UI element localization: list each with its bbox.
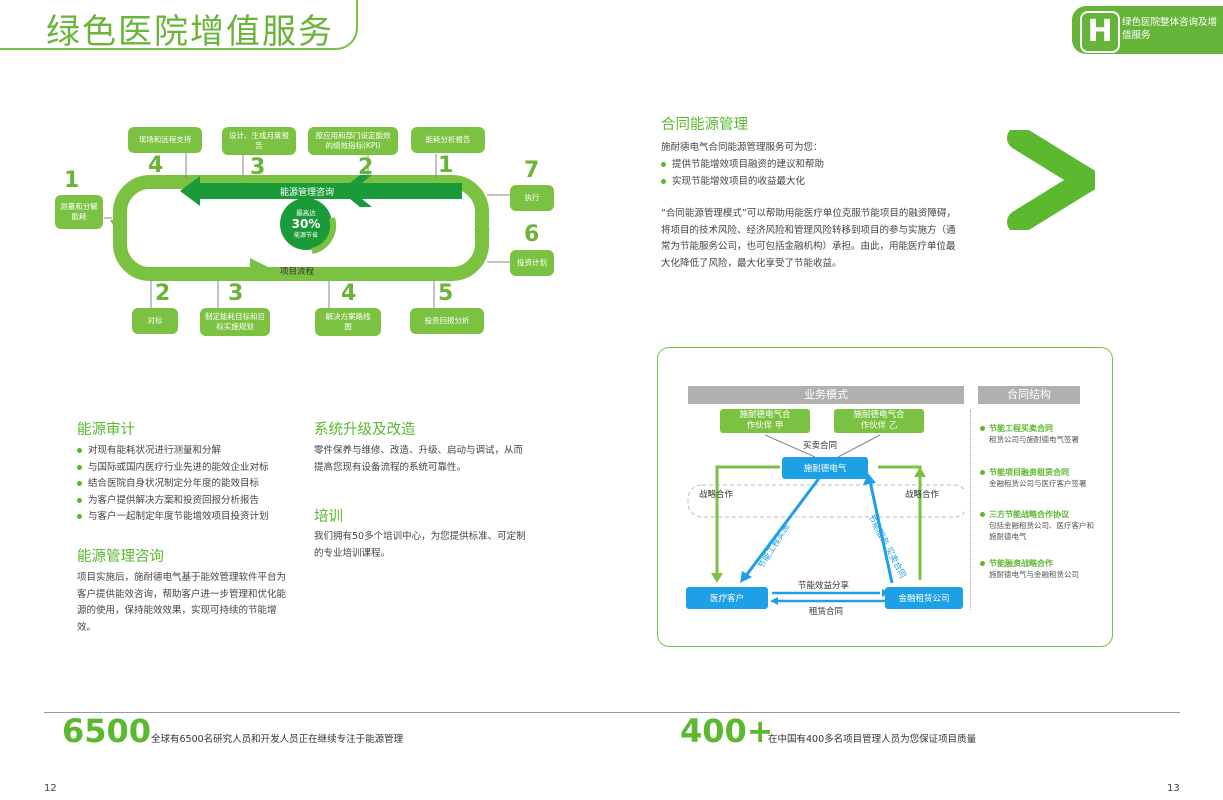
title-frame bbox=[0, 0, 358, 50]
step-bottom-5-box: 投资回报分析 bbox=[410, 308, 484, 334]
page-title: 绿色医院增值服务 bbox=[46, 12, 334, 52]
step-left-1-box: 测量和分解能耗 bbox=[55, 195, 103, 229]
step-bottom-3-box: 制定能耗目标和目标实施规划 bbox=[200, 308, 270, 336]
page-number-right: 13 bbox=[1167, 783, 1180, 794]
stat-researchers-value: 6500 bbox=[62, 712, 152, 750]
contract-item: 提供节能增效项目融资的建议和帮助 bbox=[661, 157, 824, 174]
top-arrow bbox=[180, 176, 462, 206]
benefit-share-label: 节能效益分享 bbox=[798, 581, 850, 591]
step-right-6-box: 投资计划 bbox=[510, 250, 554, 276]
model-header: 业务模式 bbox=[688, 386, 964, 404]
step-right-6-num: 6 bbox=[524, 222, 540, 247]
training-body: 我们拥有50多个培训中心，为您提供标准、可定制的专业培训课程。 bbox=[314, 531, 526, 559]
partner-b-box: 施耐德电气合作伙伴 乙 bbox=[834, 409, 924, 433]
section-badge bbox=[1072, 6, 1223, 54]
contract-intro: 施耐德电气合同能源管理服务可为您： bbox=[661, 142, 823, 153]
buy-sell-label: 买卖合同 bbox=[803, 441, 838, 451]
schneider-box: 施耐德电气 bbox=[782, 457, 868, 479]
step-bottom-4-num: 4 bbox=[341, 281, 357, 306]
step-left-1-num: 1 bbox=[64, 168, 80, 193]
model-panel bbox=[657, 347, 1113, 647]
step-bottom-4-box: 解决方案路线图 bbox=[315, 308, 381, 336]
step-top-1-box: 能耗分析报告 bbox=[411, 127, 485, 153]
training-title: 培训 bbox=[314, 509, 343, 525]
structure-item-title: 节能工程买卖合同 bbox=[980, 423, 1095, 434]
stat-researchers-text: 全球有6500名研究人员和开发人员正在继续专注于能源管理 bbox=[151, 734, 404, 745]
structure-list: 节能工程买卖合同 租赁公司与施耐德电气签署 节能项目融资租赁合同 金融租赁公司与… bbox=[980, 423, 1095, 580]
finance-box: 金融租赁公司 bbox=[885, 587, 963, 609]
structure-item-desc: 金融租赁公司与医疗客户签署 bbox=[989, 479, 1087, 488]
step-bottom-2-num: 2 bbox=[155, 281, 171, 306]
consult-title: 能源管理咨询 bbox=[77, 549, 164, 565]
structure-item-desc: 租赁公司与施耐德电气签署 bbox=[989, 435, 1079, 444]
strategic-left-label: 战略合作 bbox=[699, 490, 734, 500]
upgrade-body: 零件保养与维修、改造、升级、启动与调试，从而提高您现有设备流程的系统可靠性。 bbox=[314, 445, 524, 473]
upgrade-title: 系统升级及改造 bbox=[314, 422, 416, 438]
step-bottom-3-num: 3 bbox=[228, 281, 244, 306]
section-badge-label: 绿色医院整体咨询及增值服务 bbox=[1122, 17, 1218, 41]
top-chevron bbox=[340, 175, 372, 207]
stats-divider bbox=[44, 712, 1180, 713]
contract-item: 实现节能增效项目的收益最大化 bbox=[661, 174, 824, 191]
savings-line3: 能源节省 bbox=[293, 232, 318, 239]
cycle-top-label: 能源管理咨询 bbox=[280, 188, 335, 198]
structure-header: 合同结构 bbox=[978, 386, 1080, 404]
step-top-3-num: 3 bbox=[250, 155, 266, 180]
step-top-1-num: 1 bbox=[438, 153, 454, 178]
lease-label: 租赁合同 bbox=[809, 607, 844, 617]
savings-circle bbox=[280, 198, 332, 250]
step-bottom-5-num: 5 bbox=[438, 281, 454, 306]
bottom-chevron bbox=[250, 258, 268, 276]
audit-item: 为客户提供解决方案和投资回报分析报告 bbox=[77, 493, 269, 510]
stat-managers-value: 400+ bbox=[680, 712, 774, 750]
chevron-right-icon bbox=[1007, 130, 1095, 230]
partner-a-box: 施耐德电气合作伙伴 甲 bbox=[720, 409, 810, 433]
step-right-7-box: 执行 bbox=[510, 185, 554, 211]
strategic-right-label: 战略合作 bbox=[905, 490, 940, 500]
h-logo-icon: H bbox=[1080, 11, 1120, 53]
right-arrow bbox=[474, 216, 490, 230]
step-top-4-num: 4 bbox=[148, 153, 164, 178]
structure-item-title: 三方节能战略合作协议 bbox=[980, 509, 1095, 520]
contract-body: “合同能源管理模式”可以帮助用能医疗单位克服节能项目的融资障碍，将项目的技术风险… bbox=[661, 208, 956, 269]
structure-item-title: 节能项目融资租赁合同 bbox=[980, 467, 1095, 478]
step-top-3-box: 设计、生成月度报告 bbox=[222, 127, 296, 155]
savings-badge: 最高达 30% 能源节省 bbox=[282, 209, 330, 240]
left-arrow bbox=[110, 220, 126, 234]
step-top-2-num: 2 bbox=[358, 155, 374, 180]
step-top-2-box: 按应用和部门设定能效的绩效指标(KPI) bbox=[308, 127, 398, 155]
audit-item: 与国际或国内医疗行业先进的能效企业对标 bbox=[77, 460, 269, 477]
cycle-bottom-label: 项目流程 bbox=[280, 267, 315, 277]
contract-list: 提供节能增效项目融资的建议和帮助 实现节能增效项目的收益最大化 bbox=[661, 157, 824, 190]
savings-value: 30% bbox=[291, 217, 321, 231]
page-number-left: 12 bbox=[44, 783, 57, 794]
panel-divider bbox=[970, 410, 971, 610]
structure-item-desc: 施耐德电气与金融租赁公司 bbox=[989, 570, 1079, 579]
audit-item: 结合医院自身状况制定分年度的能效目标 bbox=[77, 476, 269, 493]
step-right-7-num: 7 bbox=[524, 158, 540, 183]
step-bottom-2-box: 对标 bbox=[132, 308, 178, 334]
structure-item-title: 节能融资战略合作 bbox=[980, 558, 1095, 569]
client-box: 医疗客户 bbox=[686, 587, 768, 609]
savings-line1: 最高达 bbox=[296, 209, 316, 217]
savings-arc bbox=[311, 217, 337, 254]
audit-list: 对现有能耗状况进行测量和分解 与国际或国内医疗行业先进的能效企业对标 结合医院自… bbox=[77, 443, 269, 526]
project-cycle-diagram bbox=[104, 142, 510, 310]
stat-managers-text: 在中国有400多名项目管理人员为您保证项目质量 bbox=[768, 734, 977, 745]
audit-item: 与客户一起制定年度节能增效项目投资计划 bbox=[77, 509, 269, 526]
step-top-4-box: 现场和远程支持 bbox=[128, 127, 202, 153]
contract-title: 合同能源管理 bbox=[661, 117, 748, 133]
audit-item: 对现有能耗状况进行测量和分解 bbox=[77, 443, 269, 460]
audit-title: 能源审计 bbox=[77, 422, 135, 438]
structure-item-desc: 包括金融租赁公司、医疗客户和施耐德电气 bbox=[989, 521, 1094, 541]
consult-body: 项目实施后，施耐德电气基于能效管理软件平台为客户提供能效咨询，帮助客户进一步管理… bbox=[77, 572, 287, 633]
